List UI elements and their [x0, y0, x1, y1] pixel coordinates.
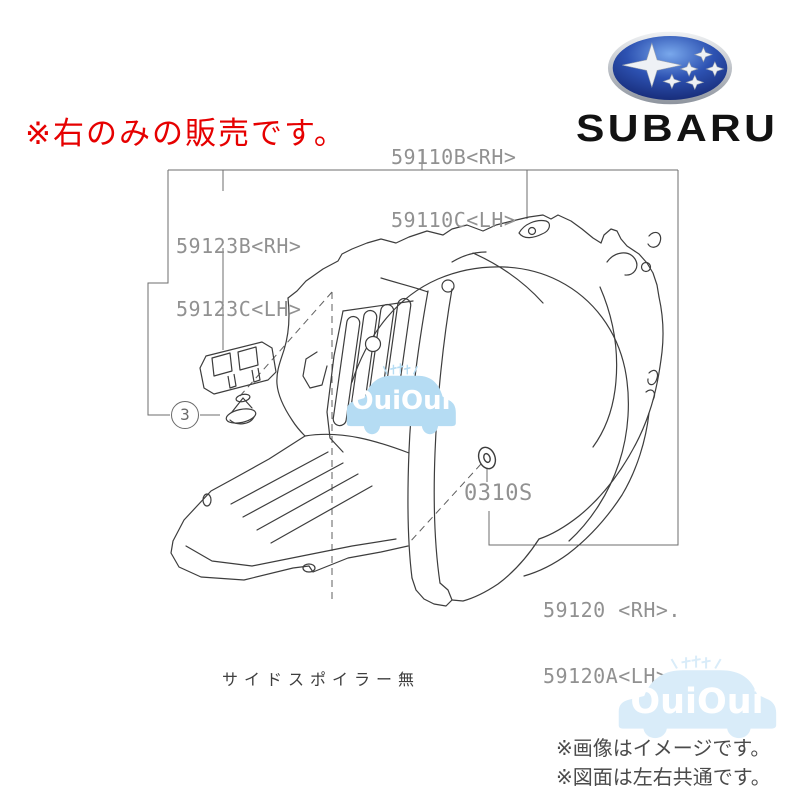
- right-side-only-notice: ※右のみの販売です。: [25, 116, 347, 152]
- label-59110-lh: 59110C<LH>: [391, 208, 517, 232]
- leader-lines: [147, 151, 679, 546]
- label-59120-rh: 59120 <RH>.: [543, 598, 681, 622]
- label-59123-rh: 59123B<RH>: [176, 234, 302, 258]
- subaru-wordmark: SUBARU: [576, 108, 779, 150]
- label-59123-lh: 59123C<LH>: [176, 297, 302, 321]
- subaru-emblem-icon: [607, 31, 733, 105]
- footnote-image-disclaimer: ※画像はイメージです。: [556, 736, 771, 760]
- grommet-part: [477, 446, 497, 470]
- footnote-drawing-disclaimer: ※図面は左右共通です。: [556, 765, 771, 789]
- label-59110: 59110B<RH> 59110C<LH>: [391, 105, 516, 273]
- dashed-guides: [239, 291, 482, 600]
- label-59123: 59123B<RH> 59123C<LH>: [176, 194, 301, 362]
- label-59120: 59120 <RH>. 59120A<LH>: [543, 555, 681, 731]
- footnotes: ※画像はイメージです。 ※図面は左右共通です。: [556, 734, 771, 792]
- label-59120-lh: 59120A<LH>: [543, 664, 669, 688]
- six-stars-icon: [622, 42, 725, 91]
- clip-fastener: [225, 393, 257, 425]
- liner-outline: [170, 214, 664, 607]
- spoiler-caption: サイドスポイラー無: [222, 670, 421, 689]
- label-0310s: 0310S: [464, 481, 533, 506]
- label-59110-rh: 59110B<RH>: [391, 145, 517, 169]
- callout-3-badge: 3: [171, 401, 199, 429]
- bracket-part-59123: [199, 341, 277, 395]
